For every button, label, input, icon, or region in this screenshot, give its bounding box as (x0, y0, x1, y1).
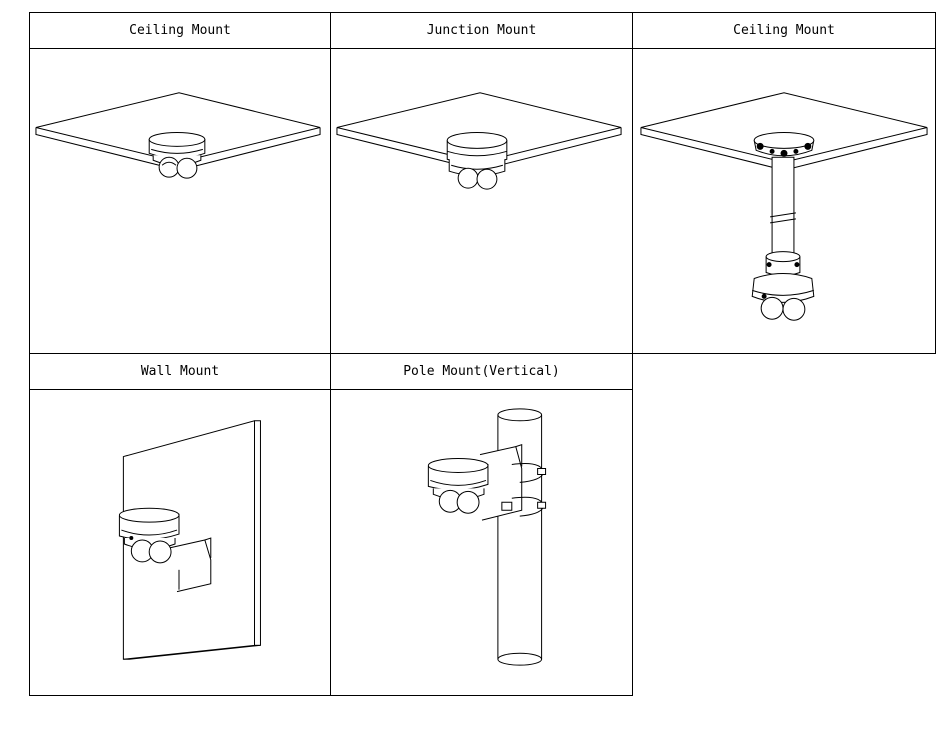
panel-title: Ceiling Mount (633, 13, 935, 49)
panel-title: Pole Mount(Vertical) (331, 354, 632, 390)
panel-junction-mount: Junction Mount (330, 12, 633, 354)
pole-bracket-icon (480, 445, 546, 520)
pole-mount-illustration (331, 389, 632, 695)
ceiling-mount-illustration (30, 48, 330, 353)
dome-camera-icon (428, 459, 488, 514)
panel-title: Wall Mount (30, 354, 330, 390)
panel-ceiling-mount-pendant: Ceiling Mount (632, 12, 936, 354)
ceiling-bracket-icon (754, 132, 814, 156)
wall-mount-illustration (30, 389, 330, 695)
pole-icon (498, 409, 542, 665)
wall-icon (123, 421, 260, 659)
pendant-pipe-icon (766, 157, 800, 275)
dome-camera-icon (119, 508, 179, 563)
junction-box-icon (447, 132, 507, 164)
panel-title: Junction Mount (331, 13, 632, 49)
wall-bracket-icon (169, 538, 211, 592)
panel-wall-mount: Wall Mount (29, 353, 331, 696)
dome-camera-icon (149, 132, 205, 178)
panel-pole-mount-vertical: Pole Mount(Vertical) (330, 353, 633, 696)
dome-camera-icon (752, 274, 814, 321)
panel-ceiling-mount: Ceiling Mount (29, 12, 331, 354)
pendant-mount-illustration (633, 48, 935, 353)
panel-title: Ceiling Mount (30, 13, 330, 49)
junction-mount-illustration (331, 48, 632, 353)
dome-camera-icon (449, 159, 505, 189)
